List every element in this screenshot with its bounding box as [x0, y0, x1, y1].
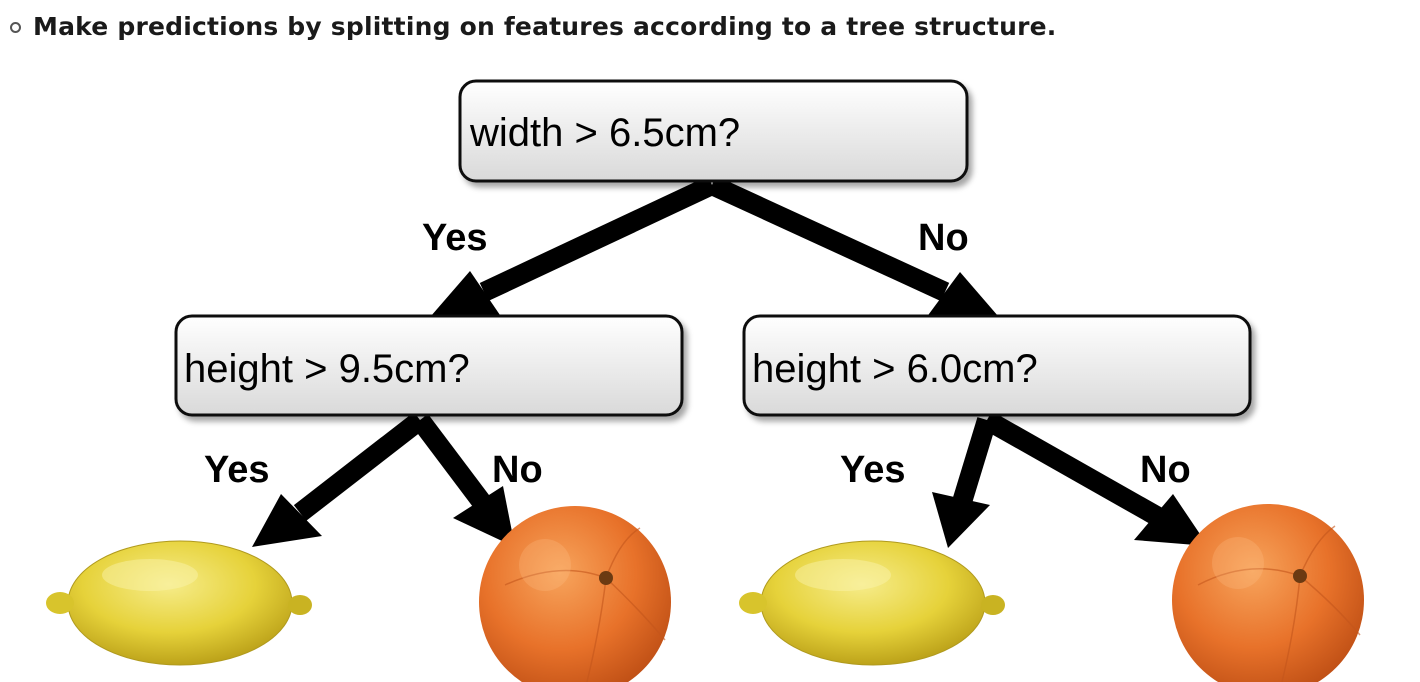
- leaf-orange-right: [1172, 504, 1364, 682]
- arrow-left-no: [412, 413, 515, 547]
- node-root: width > 6.5cm?: [458, 79, 969, 183]
- arrow-right-yes: [932, 417, 997, 548]
- node-left: height > 9.5cm?: [174, 314, 684, 417]
- arrow-root-no: [707, 175, 998, 318]
- edge-label-left-yes: Yes: [204, 449, 270, 491]
- node-right: height > 6.0cm?: [742, 314, 1252, 417]
- bullet-line: Make predictions by splitting on feature…: [10, 6, 1056, 46]
- arrow-root-yes: [431, 175, 717, 318]
- edge-label-root-yes: Yes: [422, 217, 488, 259]
- leaf-lemon-right: [739, 540, 1005, 666]
- node-left-question: height > 9.5cm?: [184, 347, 470, 391]
- edge-label-root-no: No: [918, 217, 969, 259]
- leaf-orange-left: [479, 506, 671, 682]
- leaf-lemon-left: [46, 540, 312, 666]
- arrow-right-no: [982, 411, 1208, 546]
- node-root-question: width > 6.5cm?: [469, 111, 740, 155]
- arrow-left-yes: [252, 412, 427, 547]
- bullet-marker: [10, 21, 21, 33]
- edge-label-right-no: No: [1140, 449, 1191, 491]
- edge-label-right-yes: Yes: [840, 449, 906, 491]
- bullet-text: Make predictions by splitting on feature…: [33, 11, 1057, 41]
- node-right-question: height > 6.0cm?: [752, 347, 1038, 391]
- edge-label-left-no: No: [492, 449, 543, 491]
